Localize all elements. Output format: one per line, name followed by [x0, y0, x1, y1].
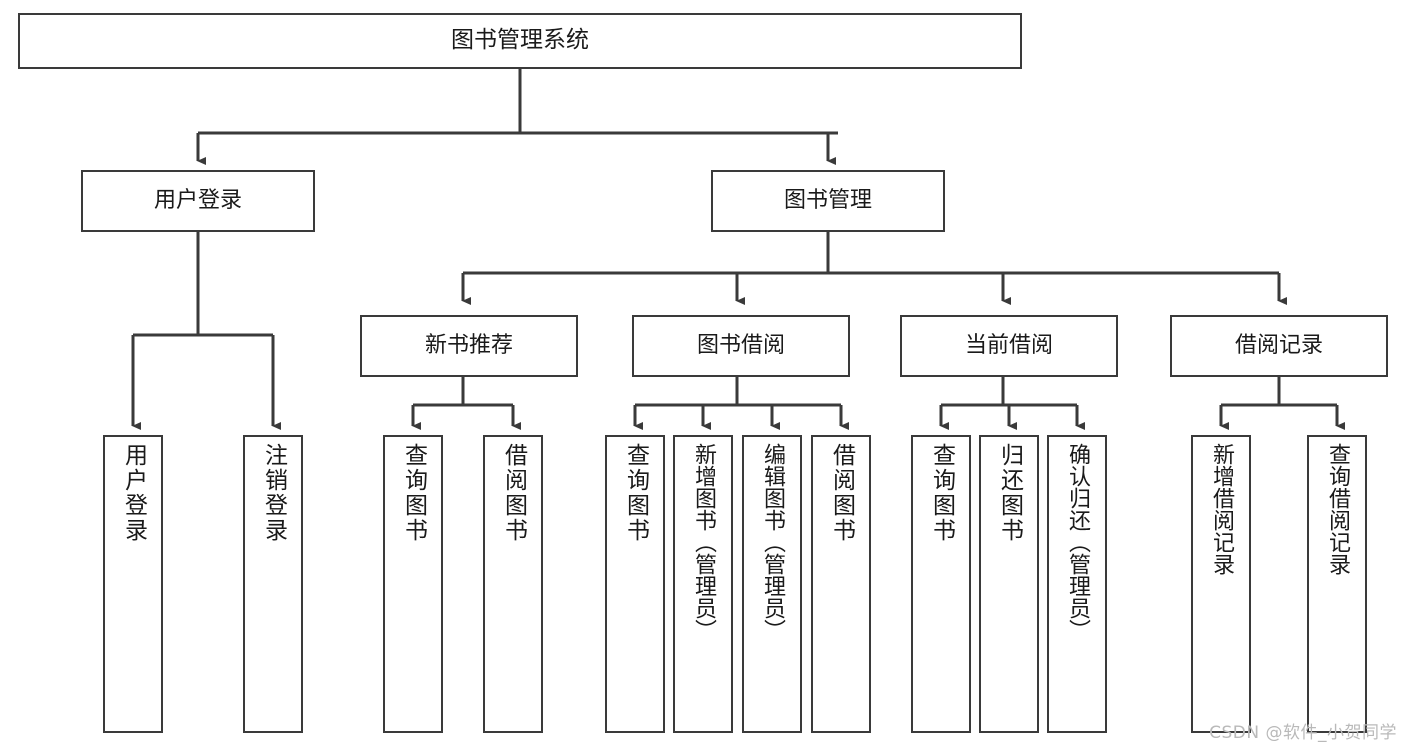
leaf-user-login-logout[interactable]: 注销登录	[243, 435, 303, 733]
node-new-book-recommend[interactable]: 新书推荐	[360, 315, 578, 377]
leaf-current-borrow-return[interactable]: 归还图书	[979, 435, 1039, 733]
leaf-book-borrow-add[interactable]: 新增图书（管理员）	[673, 435, 733, 733]
leaf-user-login-login[interactable]: 用户登录	[103, 435, 163, 733]
leaf-book-borrow-query[interactable]: 查询图书	[605, 435, 665, 733]
leaf-new-book-borrow-label: 借阅图书	[500, 443, 527, 543]
leaf-user-login-logout-label: 注销登录	[260, 443, 287, 543]
leaf-current-borrow-return-label: 归还图书	[996, 443, 1023, 543]
leaf-user-login-login-label: 用户登录	[120, 443, 147, 543]
node-book-borrow-label: 图书借阅	[696, 333, 785, 359]
node-root-system[interactable]: 图书管理系统	[18, 13, 1022, 69]
node-borrow-records[interactable]: 借阅记录	[1170, 315, 1388, 377]
leaf-current-borrow-confirm-return-label: 确认归还（管理员）	[1065, 443, 1090, 641]
node-new-book-recommend-label: 新书推荐	[424, 333, 513, 359]
watermark-text: CSDN @软件_小贺同学	[1209, 723, 1397, 743]
node-book-manage-label: 图书管理	[783, 188, 872, 214]
leaf-current-borrow-query-label: 查询图书	[928, 443, 955, 543]
leaf-new-book-query[interactable]: 查询图书	[383, 435, 443, 733]
node-user-login[interactable]: 用户登录	[81, 170, 315, 232]
leaf-book-borrow-add-label: 新增图书（管理员）	[691, 443, 716, 641]
leaf-book-borrow-borrow-label: 借阅图书	[828, 443, 855, 543]
node-current-borrow[interactable]: 当前借阅	[900, 315, 1118, 377]
node-user-login-label: 用户登录	[153, 188, 242, 214]
leaf-borrow-records-add[interactable]: 新增借阅记录	[1191, 435, 1251, 733]
leaf-current-borrow-query[interactable]: 查询图书	[911, 435, 971, 733]
leaf-current-borrow-confirm-return[interactable]: 确认归还（管理员）	[1047, 435, 1107, 733]
leaf-book-borrow-query-label: 查询图书	[622, 443, 649, 543]
node-book-manage[interactable]: 图书管理	[711, 170, 945, 232]
leaf-book-borrow-edit-label: 编辑图书（管理员）	[760, 443, 785, 641]
node-book-borrow[interactable]: 图书借阅	[632, 315, 850, 377]
leaf-new-book-query-label: 查询图书	[400, 443, 427, 543]
leaf-book-borrow-edit[interactable]: 编辑图书（管理员）	[742, 435, 802, 733]
leaf-borrow-records-query-label: 查询借阅记录	[1325, 443, 1350, 575]
leaf-borrow-records-query[interactable]: 查询借阅记录	[1307, 435, 1367, 733]
node-root-system-label: 图书管理系统	[451, 27, 589, 54]
leaf-book-borrow-borrow[interactable]: 借阅图书	[811, 435, 871, 733]
node-current-borrow-label: 当前借阅	[964, 333, 1053, 359]
leaf-new-book-borrow[interactable]: 借阅图书	[483, 435, 543, 733]
leaf-borrow-records-add-label: 新增借阅记录	[1209, 443, 1234, 575]
node-borrow-records-label: 借阅记录	[1234, 333, 1323, 359]
